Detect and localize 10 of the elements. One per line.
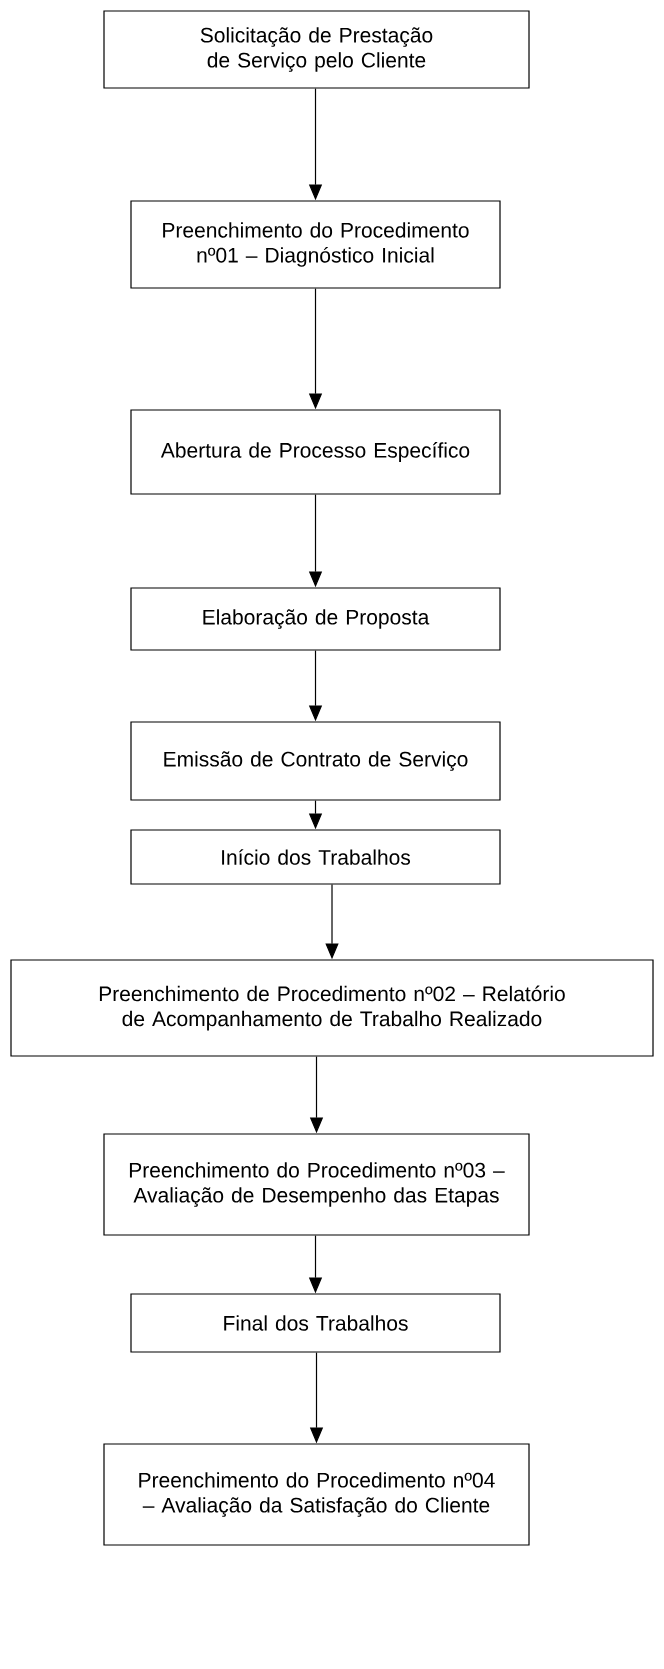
process-box: Preenchimento do Procedimento nº01 – Diagnóstico Inicial xyxy=(130,200,501,289)
process-box: Elaboração de Proposta xyxy=(130,587,501,651)
process-box: Emissão de Contrato de Serviço xyxy=(130,721,501,801)
process-box: Preenchimento do Procedimento nº03 – Avaliação de Desempenho das Etapas xyxy=(103,1133,530,1236)
process-box: Abertura de Processo Específico xyxy=(130,409,501,495)
process-box: Início dos Trabalhos xyxy=(130,829,501,885)
process-box: Preenchimento de Procedimento nº02 – Relatório de Acompanhamento de Trabalho Realizado xyxy=(10,959,654,1057)
process-box: Solicitação de Prestação de Serviço pelo Cliente xyxy=(103,10,530,89)
process-box: Preenchimento do Procedimento nº04 – Avaliação da Satisfação do Cliente xyxy=(103,1443,530,1546)
process-box: Final dos Trabalhos xyxy=(130,1293,501,1353)
